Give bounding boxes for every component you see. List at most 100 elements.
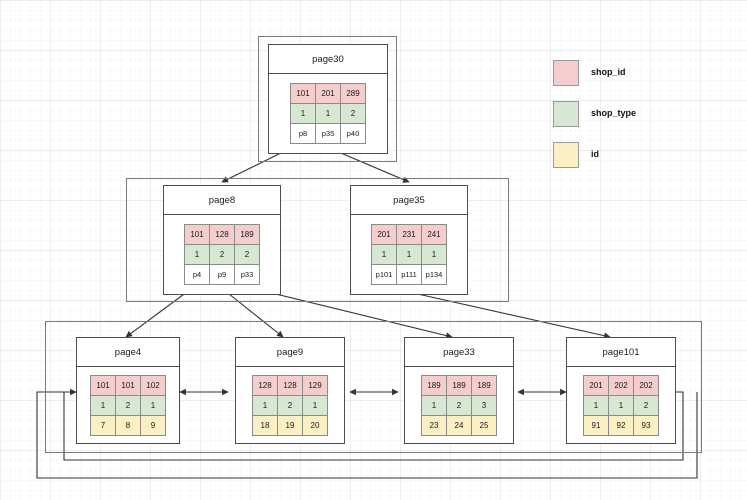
cell: 189 [234, 224, 260, 245]
node-page33[interactable]: page33 189 189 189 1 2 3 23 24 25 [404, 337, 514, 444]
cell: 3 [471, 394, 497, 416]
cell: 1 [421, 244, 447, 265]
leaf-level-container [45, 321, 702, 453]
node-body-page101: 201 202 202 1 1 2 91 92 93 [567, 367, 675, 443]
cell: 18 [252, 414, 278, 436]
row-shop-type: 1 2 1 [90, 394, 166, 416]
node-page101[interactable]: page101 201 202 202 1 1 2 91 92 93 [566, 337, 676, 444]
cell: 201 [315, 83, 341, 104]
cell: 2 [277, 394, 303, 416]
row-shop-type: 1 1 2 [583, 394, 659, 416]
node-title-page4: page4 [77, 338, 179, 367]
cell: 25 [471, 414, 497, 436]
legend-label-id: id [591, 149, 599, 159]
node-page9[interactable]: page9 128 128 129 1 2 1 18 19 20 [235, 337, 345, 444]
cell: 101 [90, 374, 116, 396]
row-shop-type: 1 1 2 [290, 103, 366, 124]
node-page4[interactable]: page4 101 101 102 1 2 1 7 8 9 [76, 337, 180, 444]
cell-grid-page33: 189 189 189 1 2 3 23 24 25 [421, 374, 497, 436]
node-page8[interactable]: page8 101 128 189 1 2 2 p4 p9 p33 [163, 185, 281, 295]
cell: 202 [633, 374, 659, 396]
node-title-page33: page33 [405, 338, 513, 367]
row-shop-id: 128 128 129 [252, 374, 328, 396]
cell: 202 [608, 374, 634, 396]
cell-grid-page35: 201 231 241 1 1 1 p101 p111 p134 [371, 224, 447, 285]
node-body-page35: 201 231 241 1 1 1 p101 p111 p134 [351, 215, 467, 294]
row-shop-id: 189 189 189 [421, 374, 497, 396]
root-level-container [258, 36, 397, 162]
cell: 1 [290, 103, 316, 124]
row-shop-id: 101 128 189 [184, 224, 260, 245]
cell-pointer: p33 [234, 264, 260, 285]
row-shop-type: 1 2 2 [184, 244, 260, 265]
cell-pointer: p35 [315, 123, 341, 144]
cell: 101 [290, 83, 316, 104]
cell: 93 [633, 414, 659, 436]
cell-grid-page101: 201 202 202 1 1 2 91 92 93 [583, 374, 659, 436]
cell: 7 [90, 414, 116, 436]
cell: 2 [446, 394, 472, 416]
cell-pointer: p9 [209, 264, 235, 285]
node-title-page9: page9 [236, 338, 344, 367]
cell: 2 [340, 103, 366, 124]
row-id: 23 24 25 [421, 414, 497, 436]
cell: 1 [583, 394, 609, 416]
cell: 23 [421, 414, 447, 436]
legend-label-shop-type: shop_type [591, 108, 637, 118]
cell: 231 [396, 224, 422, 245]
cell-pointer: p8 [290, 123, 316, 144]
row-pointer: p8 p35 p40 [290, 123, 366, 144]
cell-pointer: p101 [371, 264, 397, 285]
node-title-page8: page8 [164, 186, 280, 215]
cell: 189 [471, 374, 497, 396]
cell-grid-page8: 101 128 189 1 2 2 p4 p9 p33 [184, 224, 260, 285]
cell: 2 [633, 394, 659, 416]
cell: 201 [583, 374, 609, 396]
node-page35[interactable]: page35 201 231 241 1 1 1 p101 p111 p134 [350, 185, 468, 295]
cell-grid-page9: 128 128 129 1 2 1 18 19 20 [252, 374, 328, 436]
node-page30[interactable]: page30 101 201 289 1 1 2 p8 p35 p40 [268, 44, 388, 154]
row-shop-type: 1 2 3 [421, 394, 497, 416]
cell: 8 [115, 414, 141, 436]
cell: 1 [252, 394, 278, 416]
cell: 2 [115, 394, 141, 416]
cell: 19 [277, 414, 303, 436]
cell: 1 [302, 394, 328, 416]
row-pointer: p101 p111 p134 [371, 264, 447, 285]
cell: 1 [608, 394, 634, 416]
node-body-page8: 101 128 189 1 2 2 p4 p9 p33 [164, 215, 280, 294]
node-body-page9: 128 128 129 1 2 1 18 19 20 [236, 367, 344, 443]
cell: 2 [209, 244, 235, 265]
legend-swatch-shop-type [553, 101, 579, 127]
cell: 289 [340, 83, 366, 104]
row-id: 7 8 9 [90, 414, 166, 436]
row-shop-type: 1 1 1 [371, 244, 447, 265]
node-body-page4: 101 101 102 1 2 1 7 8 9 [77, 367, 179, 443]
cell: 1 [90, 394, 116, 416]
legend-label-shop-id: shop_id [591, 67, 626, 77]
edge-wraparound-outer [36, 388, 698, 479]
node-body-page30: 101 201 289 1 1 2 p8 p35 p40 [269, 74, 387, 153]
row-shop-id: 101 101 102 [90, 374, 166, 396]
internal-level-container [126, 178, 509, 302]
cell: 201 [371, 224, 397, 245]
cell: 1 [315, 103, 341, 124]
cell: 2 [234, 244, 260, 265]
row-pointer: p4 p9 p33 [184, 264, 260, 285]
cell-grid-page30: 101 201 289 1 1 2 p8 p35 p40 [290, 83, 366, 144]
cell: 1 [371, 244, 397, 265]
node-title-page101: page101 [567, 338, 675, 367]
node-title-page30: page30 [269, 45, 387, 74]
cell: 189 [421, 374, 447, 396]
cell: 1 [421, 394, 447, 416]
cell: 128 [277, 374, 303, 396]
row-id: 18 19 20 [252, 414, 328, 436]
cell: 24 [446, 414, 472, 436]
row-shop-id: 101 201 289 [290, 83, 366, 104]
cell: 101 [115, 374, 141, 396]
cell-pointer: p40 [340, 123, 366, 144]
cell: 1 [396, 244, 422, 265]
cell: 20 [302, 414, 328, 436]
cell: 101 [184, 224, 210, 245]
